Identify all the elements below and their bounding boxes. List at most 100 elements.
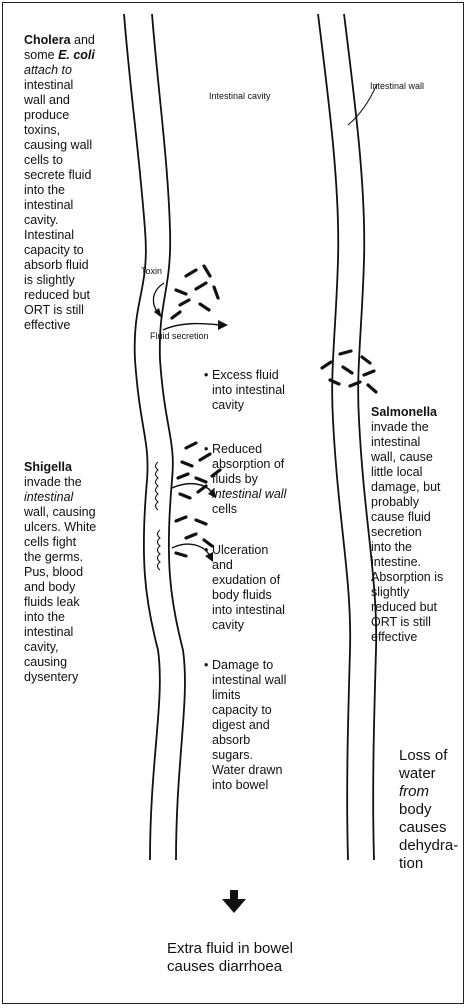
shigella-line: cavity, [24,640,144,655]
cholera-attach: attach to [24,63,144,78]
shigella-line: the germs. [24,550,144,565]
loss-line: causes [399,819,465,837]
bullet-line: cavity [212,398,332,413]
loss-line: body [399,801,465,819]
shigella-line: dysentery [24,670,144,685]
shigella-line: cells fight [24,535,144,550]
shigella-text: Shigella invade the intestinal wall, cau… [24,460,144,685]
bullet-line: capacity to [212,703,332,718]
cholera-line: wall and [24,93,144,108]
cholera-line: effective [24,318,144,333]
bullet-line: digest and [212,718,332,733]
cholera-line: intestinal [24,78,144,93]
bullet-line: intestinal wall [212,673,332,688]
bullet-line: sugars. [212,748,332,763]
cholera-line: Intestinal [24,228,144,243]
cholera-and: and [74,33,95,47]
shigella-line: intestinal [24,625,144,640]
salmonella-line: cause fluid [371,510,466,525]
bullet-line: absorption of [212,457,332,472]
ulcer-wall-2 [158,530,161,570]
cholera-line: absorb fluid [24,258,144,273]
salmonella-line: intestine. [371,555,466,570]
bullet-line: cells [212,502,332,517]
salmonella-line: secretion [371,525,466,540]
bullet-line: Reduced [212,442,332,457]
loss-from: from [399,783,465,801]
bullet-line: into bowel [212,778,332,793]
shigella-line: causing [24,655,144,670]
bullet-line: and [212,558,332,573]
shigella-title: Shigella [24,460,144,475]
cholera-line: capacity to [24,243,144,258]
salmonella-line: reduced but [371,600,466,615]
bullet-line: Water drawn [212,763,332,778]
bullet-line: cavity [212,618,332,633]
bullet-line: fluids by [212,472,332,487]
cholera-line: toxins, [24,123,144,138]
bullet-line: into intestinal [212,383,332,398]
cholera-germs [172,266,218,318]
cholera-line: intestinal [24,198,144,213]
cholera-line: reduced but [24,288,144,303]
loss-line: Loss of [399,747,465,765]
bullet-line: limits [212,688,332,703]
salmonella-title: Salmonella [371,405,466,420]
salmonella-line: probably [371,495,466,510]
salmonella-line: invade the [371,420,466,435]
bullet-line: into intestinal [212,603,332,618]
salmonella-line: effective [371,630,466,645]
cholera-text: Cholera and some E. coli attach to intes… [24,33,144,333]
loss-line: water [399,765,465,783]
diarrhoea-caption: Extra fluid in bowel causes diarrhoea [167,940,367,976]
cholera-some: some [24,48,55,62]
cholera-line: cavity. [24,213,144,228]
shigella-line: ulcers. White [24,520,144,535]
ulcer-wall [156,462,159,510]
salmonella-line: into the [371,540,466,555]
loss-line: tion [399,855,465,873]
shigella-line: into the [24,610,144,625]
bullet-italic-line: intestinal wall [212,487,332,502]
salmonella-line: little local [371,465,466,480]
shigella-line: invade the [24,475,144,490]
cholera-line: secrete fluid [24,168,144,183]
shigella-line: wall, causing [24,505,144,520]
bullet-line: absorb [212,733,332,748]
shigella-intestinal: intestinal [24,490,144,505]
salmonella-line: intestinal [371,435,466,450]
cholera-line: is slightly [24,273,144,288]
fluid-secretion-arrow [163,324,220,330]
cholera-line: causing wall [24,138,144,153]
cholera-line: cells to [24,153,144,168]
down-arrow-icon [222,890,246,913]
cholera-title: Cholera [24,33,71,47]
bullet-line: exudation of [212,573,332,588]
fluid-secretion-label: Fluid secretion [150,331,209,342]
loss-of-water-text: Loss of water from body causes dehydra- … [399,747,465,873]
bullet-line: Ulceration [212,543,332,558]
cholera-line: ORT is still [24,303,144,318]
shigella-line: Pus, blood [24,565,144,580]
loss-line: dehydra- [399,837,465,855]
salmonella-line: damage, but [371,480,466,495]
cholera-body: intestinal wall and produce toxins, caus… [24,78,144,333]
salmonella-line: ORT is still [371,615,466,630]
bullet-excess-fluid: Excess fluid into intestinal cavity [212,368,332,413]
bullet-line: body fluids [212,588,332,603]
bullet-ulceration: Ulceration and exudation of body fluids … [212,543,332,633]
bullet-line: Damage to [212,658,332,673]
salmonella-line: wall, cause [371,450,466,465]
intestinal-cavity-label: Intestinal cavity [209,91,271,102]
bullet-line: Excess fluid [212,368,332,383]
salmonella-text: Salmonella invade the intestinal wall, c… [371,405,466,645]
bullet-reduced-absorption: Reduced absorption of fluids by intestin… [212,442,332,517]
ecoli-label: E. coli [58,48,95,62]
shigella-line: and body [24,580,144,595]
salmonella-line: Absorption is [371,570,466,585]
caption-line: Extra fluid in bowel [167,940,367,958]
cholera-line: produce [24,108,144,123]
cholera-line: into the [24,183,144,198]
shigella-line: fluids leak [24,595,144,610]
caption-line: causes diarrhoea [167,958,367,976]
